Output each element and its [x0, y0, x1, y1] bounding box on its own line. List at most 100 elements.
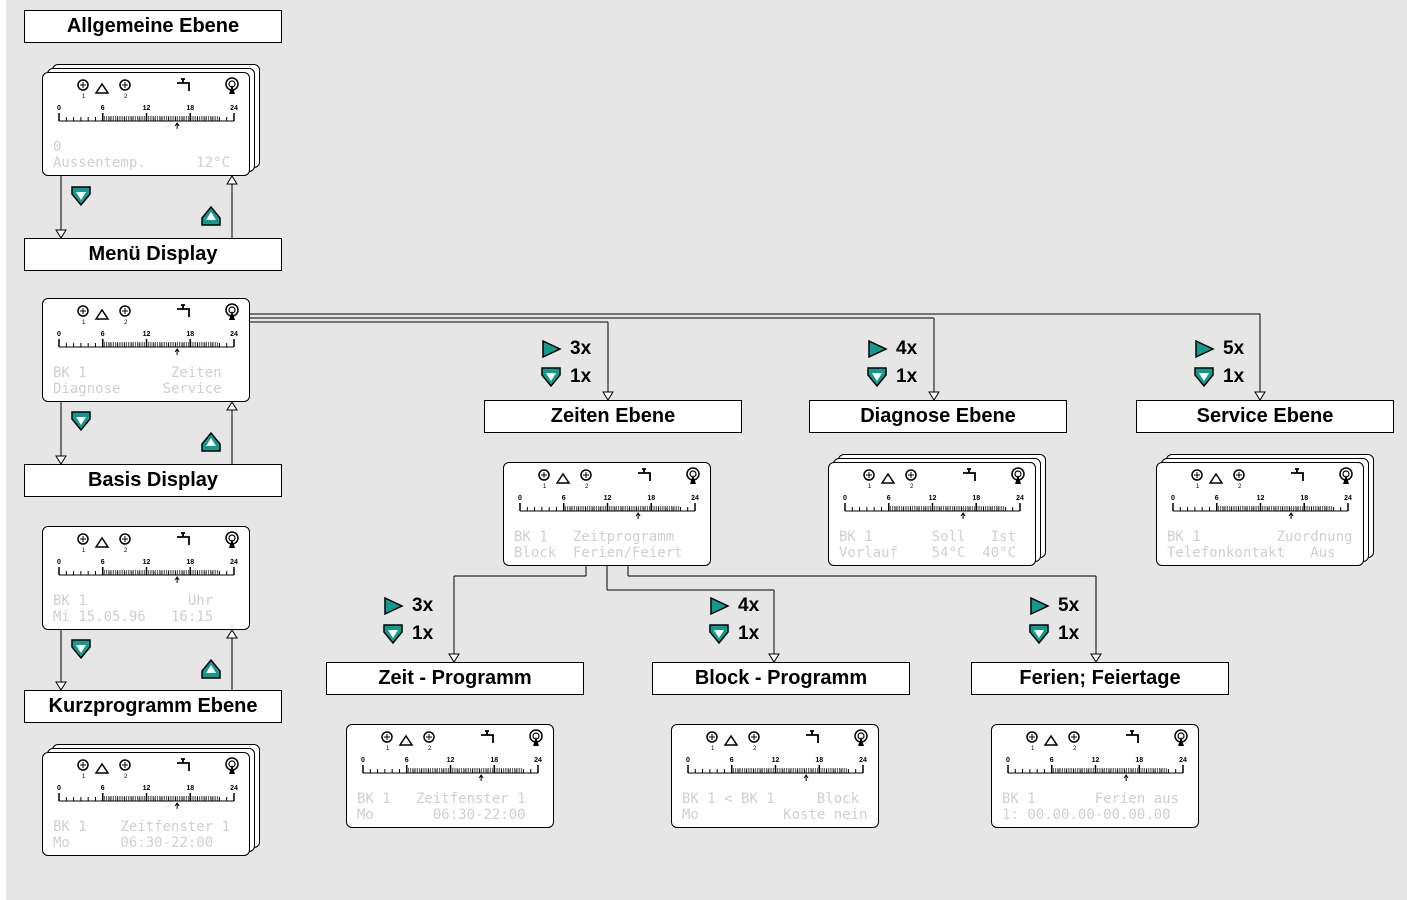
lcd-line-1: BK 1 Zeiten	[53, 365, 222, 381]
lcd-line-2: Block Ferien/Feiert	[514, 545, 683, 561]
scale-tick-label: 18	[186, 331, 194, 338]
right-key-icon	[384, 596, 404, 616]
right-key-icon	[1030, 596, 1050, 616]
scale-tick-label: 12	[143, 105, 151, 112]
press-count: 4x	[738, 595, 760, 616]
lcd-line-1: BK 1 Uhr	[53, 593, 214, 609]
svg-text:1: 1	[82, 548, 86, 554]
antenna-icon	[1011, 467, 1025, 484]
scale-tick-label: 24	[230, 331, 238, 338]
antenna-icon	[225, 77, 239, 94]
warning-triangle-icon	[880, 472, 896, 484]
press-count: 5x	[1223, 338, 1245, 359]
warning-triangle-icon	[94, 536, 110, 548]
scale-tick-label: 24	[859, 757, 867, 764]
press-count: 1x	[570, 366, 592, 387]
scale-tick-label: 24	[230, 559, 238, 566]
press-blockprog-right: 4x	[708, 595, 759, 617]
scale-tick-label: 18	[186, 105, 194, 112]
scale-tick-label: 18	[815, 757, 823, 764]
press-count: 1x	[1058, 623, 1080, 644]
burner-2-icon: 2	[119, 759, 131, 780]
scale-tick-label: 6	[101, 559, 105, 566]
right-key-icon	[542, 339, 562, 359]
up-key-icon	[201, 205, 221, 226]
tap-water-icon	[177, 78, 190, 91]
up-key-icon	[201, 658, 221, 679]
svg-text:2: 2	[910, 484, 914, 490]
antenna-icon	[225, 531, 239, 548]
scale-tick-label: 24	[1344, 495, 1352, 502]
level-block-programm: Block - Programm	[652, 662, 910, 695]
antenna-icon	[225, 303, 239, 320]
svg-text:1: 1	[543, 484, 547, 490]
scale-tick-label: 6	[730, 757, 734, 764]
down-key-icon	[71, 639, 91, 660]
scale-tick-label: 0	[57, 559, 61, 566]
antenna-icon	[854, 729, 868, 746]
tap-water-icon	[481, 730, 494, 743]
right-key-icon	[868, 339, 888, 359]
svg-text:2: 2	[124, 774, 128, 780]
scale-tick-label: 0	[57, 785, 61, 792]
warning-triangle-icon	[1043, 734, 1059, 746]
right-key-icon	[710, 596, 730, 616]
scale-tick-label: 12	[1092, 757, 1100, 764]
scale-tick-label: 6	[562, 495, 566, 502]
scale-tick-label: 12	[1257, 495, 1265, 502]
burner-1-icon: 1	[77, 759, 89, 780]
scale-tick-label: 18	[972, 495, 980, 502]
scale-tick-label: 12	[447, 757, 455, 764]
lcd-line-1: BK 1 Zeitfenster 1	[53, 819, 231, 835]
press-diagnose-down: 1x	[866, 366, 917, 388]
scale-tick-label: 6	[1050, 757, 1054, 764]
warning-triangle-icon	[1208, 472, 1224, 484]
burner-2-icon: 2	[580, 469, 592, 490]
up-key-icon	[201, 431, 221, 452]
scale-tick-label: 18	[1300, 495, 1308, 502]
scale-tick-label: 18	[186, 785, 194, 792]
scale-tick-label: 0	[57, 105, 61, 112]
svg-text:1: 1	[82, 94, 86, 100]
scale-tick-label: 0	[518, 495, 522, 502]
warning-triangle-icon	[398, 734, 414, 746]
down-key-icon	[541, 367, 561, 388]
scale-tick-label: 18	[1135, 757, 1143, 764]
scale-tick-label: 12	[772, 757, 780, 764]
level-service-ebene: Service Ebene	[1136, 400, 1394, 433]
press-blockprog-down: 1x	[708, 623, 759, 645]
scale-tick-label: 0	[843, 495, 847, 502]
level-kurzprogramm-ebene: Kurzprogramm Ebene	[24, 690, 282, 723]
scale-tick-label: 6	[101, 331, 105, 338]
tap-water-icon	[177, 758, 190, 771]
scale-tick-label: 24	[230, 105, 238, 112]
level-basis-display: Basis Display	[24, 464, 282, 497]
scale-tick-label: 12	[143, 559, 151, 566]
burner-1-icon: 1	[77, 79, 89, 100]
lcd-line-1: BK 1 Soll Ist	[839, 529, 1017, 545]
svg-text:2: 2	[585, 484, 589, 490]
burner-1-icon: 1	[863, 469, 875, 490]
tap-water-icon	[1291, 468, 1304, 481]
lcd-line-2: Mo 06:30-22:00	[53, 835, 214, 851]
